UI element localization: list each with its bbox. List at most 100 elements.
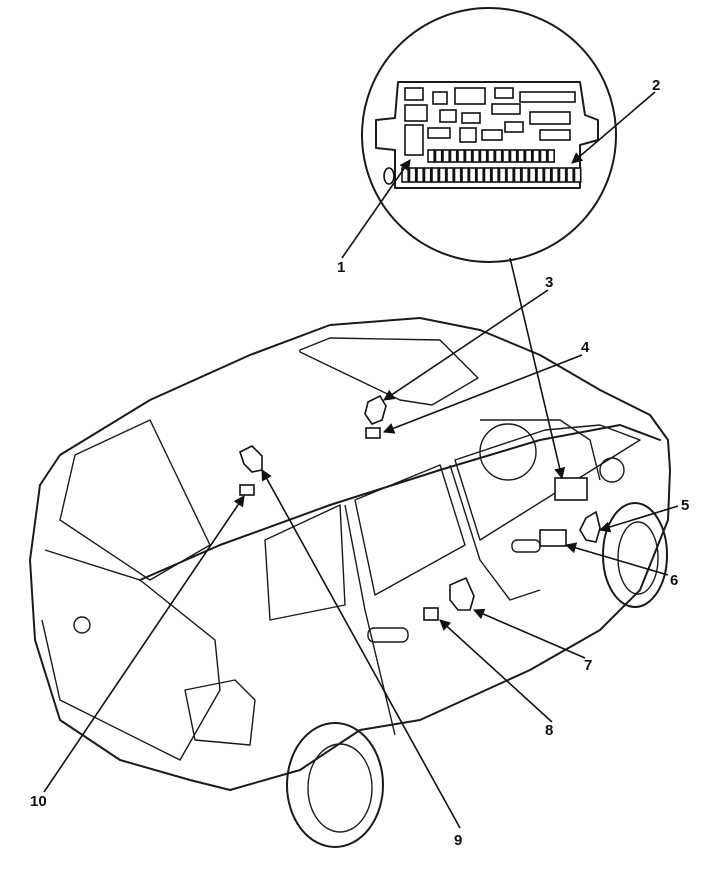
- component-8-symbol: [423, 607, 439, 621]
- rear-quarter-window: [264, 504, 346, 621]
- callout-9: 9: [454, 832, 462, 849]
- relay: [459, 127, 477, 143]
- leader-lines: [43, 91, 679, 829]
- relay: [439, 109, 457, 123]
- rear-window: [59, 419, 211, 581]
- rear-door-window: [354, 464, 466, 596]
- fuse-slot: [487, 149, 495, 163]
- callout-3: 3: [545, 274, 553, 291]
- relay: [481, 129, 503, 141]
- callout-5: 5: [681, 497, 689, 514]
- fuse-slot: [502, 149, 510, 163]
- fuse-slot: [498, 167, 507, 183]
- callout-10: 10: [30, 793, 47, 810]
- fuse-slot: [434, 149, 443, 163]
- tail-lamp: [184, 679, 256, 746]
- rear-door-handle: [367, 627, 409, 643]
- leader-10: [43, 495, 245, 793]
- belt-line: [139, 424, 661, 581]
- fuse-slot: [476, 167, 484, 183]
- fuse-box-inset: [361, 7, 617, 480]
- rear-body: [29, 484, 231, 791]
- relay: [432, 91, 448, 105]
- relay: [519, 91, 576, 103]
- inset-leader-line: [509, 257, 566, 480]
- component-7-symbol: [449, 576, 475, 611]
- fuse-slot: [416, 167, 424, 183]
- relay: [491, 103, 521, 115]
- front-door-window: [454, 424, 641, 541]
- callout-8: 8: [545, 722, 553, 739]
- callout-1: 1: [337, 259, 345, 276]
- fuse-slot: [491, 167, 499, 183]
- relay: [427, 127, 451, 139]
- component-symbols: [239, 394, 601, 621]
- fuse-slot: [461, 167, 469, 183]
- relay: [494, 87, 514, 99]
- callout-2: 2: [652, 77, 660, 94]
- fuse-slot: [446, 167, 454, 183]
- rear-emblem: [73, 616, 91, 634]
- under-dash-fuse-box: [554, 477, 588, 501]
- fuse-slot: [528, 167, 537, 183]
- component-4-symbol: [365, 427, 381, 439]
- fuse-slot: [468, 167, 477, 183]
- leader-2: [571, 91, 656, 164]
- leader-6: [564, 542, 669, 576]
- leader-7: [472, 608, 586, 659]
- relay: [504, 121, 524, 133]
- callout-labels: 1 2 3 4 5 6 7 8 9 10: [30, 77, 689, 849]
- relay: [454, 87, 486, 105]
- fuse-slot: [509, 149, 518, 163]
- fuse-slot: [431, 167, 439, 183]
- fuse-rows: [401, 149, 582, 183]
- callout-4: 4: [581, 339, 590, 356]
- fuse-slot: [483, 167, 492, 183]
- fuse-slot: [506, 167, 514, 183]
- front-door-line: [449, 464, 541, 601]
- roof-outline: [39, 317, 671, 486]
- rear-wheel-hub: [307, 743, 373, 833]
- fuse-slot: [558, 167, 567, 183]
- fuse-slot: [464, 149, 473, 163]
- inset-circle: [361, 7, 617, 263]
- leader-5: [598, 505, 679, 533]
- fuse-slot: [472, 149, 480, 163]
- relay: [539, 129, 571, 141]
- fuse-slot: [427, 149, 435, 163]
- fuse-slot: [551, 167, 559, 183]
- fuse-slot: [539, 149, 548, 163]
- fuse-slot: [517, 149, 525, 163]
- rear-hatch: [41, 549, 221, 761]
- fuse-slot: [423, 167, 432, 183]
- dashboard: [480, 419, 601, 481]
- fuse-slot: [532, 149, 540, 163]
- fuse-slot: [449, 149, 458, 163]
- fuse-slot: [521, 167, 529, 183]
- relay: [529, 111, 571, 125]
- fuse-box-outline: [375, 81, 599, 189]
- component-5-symbol: [579, 510, 601, 543]
- sunroof: [299, 337, 479, 406]
- leader-9: [261, 469, 461, 829]
- fuse-slot: [536, 167, 544, 183]
- relay: [461, 112, 481, 124]
- fuse-slot: [442, 149, 450, 163]
- component-6-symbol: [539, 529, 567, 547]
- fuse-slot: [543, 167, 552, 183]
- fuse-slot: [573, 167, 582, 183]
- component-3-symbol: [364, 394, 387, 425]
- front-door-handle: [511, 539, 541, 553]
- relay: [404, 87, 424, 101]
- callout-7: 7: [584, 657, 592, 674]
- leader-8: [439, 619, 553, 723]
- front-wheel-hub: [617, 521, 659, 595]
- side-mirror: [599, 457, 625, 483]
- fuse-slot: [457, 149, 465, 163]
- fuse-slot: [494, 149, 503, 163]
- steering-wheel: [479, 423, 537, 481]
- relay: [404, 104, 428, 122]
- component-9-symbol: [239, 445, 263, 473]
- callout-6: 6: [670, 572, 678, 589]
